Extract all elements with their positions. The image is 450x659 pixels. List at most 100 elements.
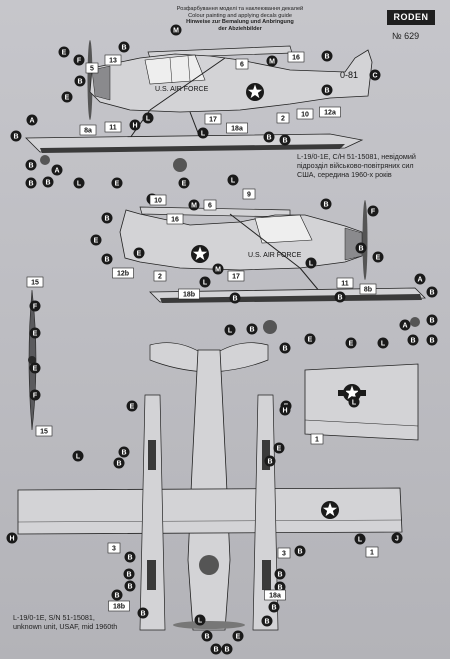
callout-letter-b: B	[229, 292, 241, 304]
callout-letter-b: B	[268, 601, 280, 613]
svg-text:18b: 18b	[183, 292, 195, 299]
svg-text:E: E	[65, 95, 70, 102]
callout-letter-e: E	[29, 362, 41, 374]
svg-text:L: L	[203, 280, 208, 287]
callout-number-18a: 18a	[226, 122, 248, 134]
callout-number-18b: 18b	[178, 288, 200, 300]
svg-text:B: B	[429, 290, 434, 297]
svg-text:L: L	[76, 454, 81, 461]
callout-letter-a: A	[399, 319, 411, 331]
callout-number-8a: 8a	[79, 124, 97, 136]
callout-number-10: 10	[296, 108, 314, 120]
svg-text:6: 6	[208, 203, 212, 210]
svg-text:B: B	[127, 555, 132, 562]
svg-text:E: E	[236, 634, 241, 641]
callout-letter-c: C	[369, 69, 381, 81]
callout-number-10: 10	[149, 194, 167, 206]
svg-text:E: E	[130, 404, 135, 411]
caption-en-line2: unknown unit, USAF, mid 1960th	[13, 622, 118, 631]
callout-letter-m: M	[170, 24, 182, 36]
svg-text:E: E	[137, 251, 142, 258]
callout-letter-b: B	[426, 314, 438, 326]
svg-text:16: 16	[171, 217, 179, 224]
svg-text:M: M	[191, 203, 197, 210]
callout-letter-m: M	[212, 263, 224, 275]
callout-letter-l: L	[224, 324, 236, 336]
svg-text:E: E	[308, 337, 313, 344]
callout-letter-b: B	[264, 455, 276, 467]
caption-ua-line3: США, середина 1960-х років	[297, 170, 392, 179]
callout-letter-b: B	[118, 446, 130, 458]
callout-letter-h: H	[129, 119, 141, 131]
svg-text:B: B	[277, 585, 282, 592]
callout-number-17: 17	[227, 270, 245, 282]
callout-letter-m: M	[188, 199, 200, 211]
callout-letter-e: E	[273, 442, 285, 454]
svg-text:5: 5	[90, 66, 94, 73]
svg-text:B: B	[126, 572, 131, 579]
svg-text:L: L	[146, 116, 151, 123]
header-line-ua: Розфарбування моделі та наклеювання дека…	[176, 6, 304, 12]
svg-text:E: E	[277, 446, 282, 453]
svg-text:3: 3	[112, 546, 116, 553]
fuselage-text-left: U.S. AIR FORCE	[155, 86, 209, 93]
callout-letter-b: B	[426, 334, 438, 346]
callout-letter-b: B	[279, 342, 291, 354]
svg-text:F: F	[77, 58, 82, 65]
svg-text:B: B	[121, 45, 126, 52]
callout-number-12a: 12a	[319, 106, 341, 118]
svg-text:B: B	[224, 647, 229, 654]
svg-text:2: 2	[158, 274, 162, 281]
callout-letter-b: B	[74, 75, 86, 87]
svg-text:F: F	[371, 209, 376, 216]
caption-en: L-19/0-1E, S/N 51-15081, unknown unit, U…	[13, 613, 117, 631]
callout-letter-b: B	[124, 551, 136, 563]
callout-number-6: 6	[235, 58, 249, 70]
svg-text:L: L	[309, 261, 314, 268]
svg-text:B: B	[297, 549, 302, 556]
callout-letter-b: B	[111, 589, 123, 601]
svg-text:B: B	[271, 605, 276, 612]
callout-letter-e: E	[61, 91, 73, 103]
svg-text:E: E	[33, 366, 38, 373]
svg-text:2: 2	[281, 116, 285, 123]
callout-letter-b: B	[407, 334, 419, 346]
svg-text:B: B	[116, 461, 121, 468]
callout-number-12b: 12b	[112, 267, 134, 279]
svg-text:L: L	[77, 181, 82, 188]
svg-text:B: B	[28, 181, 33, 188]
svg-text:L: L	[228, 328, 233, 335]
svg-text:E: E	[376, 255, 381, 262]
propeller-right	[362, 200, 368, 280]
svg-text:B: B	[264, 619, 269, 626]
callout-number-15: 15	[26, 276, 44, 288]
svg-text:J: J	[395, 536, 399, 543]
svg-text:A: A	[54, 168, 59, 175]
callout-number-8b: 8b	[359, 283, 377, 295]
svg-text:B: B	[277, 572, 282, 579]
svg-text:17: 17	[209, 117, 217, 124]
svg-text:6: 6	[240, 62, 244, 69]
callout-number-1: 1	[365, 546, 379, 558]
left-side-view: U.S. AIR FORCE 0-81	[25, 40, 373, 172]
svg-text:10: 10	[154, 198, 162, 205]
callout-letter-e: E	[178, 177, 190, 189]
callout-letter-e: E	[232, 630, 244, 642]
callout-letter-b: B	[246, 323, 258, 335]
callout-number-16: 16	[166, 213, 184, 225]
callout-letter-b: B	[294, 545, 306, 557]
callout-letter-e: E	[304, 333, 316, 345]
callout-letter-b: B	[320, 198, 332, 210]
callout-number-11: 11	[336, 277, 354, 289]
star-insignia-side	[246, 83, 264, 101]
svg-text:L: L	[231, 178, 236, 185]
svg-text:B: B	[358, 246, 363, 253]
canopy	[144, 54, 206, 85]
callout-letter-b: B	[261, 615, 273, 627]
svg-text:M: M	[269, 59, 275, 66]
callout-letter-e: E	[372, 251, 384, 263]
right-side-view: U.S. AIR FORCE	[119, 200, 426, 334]
